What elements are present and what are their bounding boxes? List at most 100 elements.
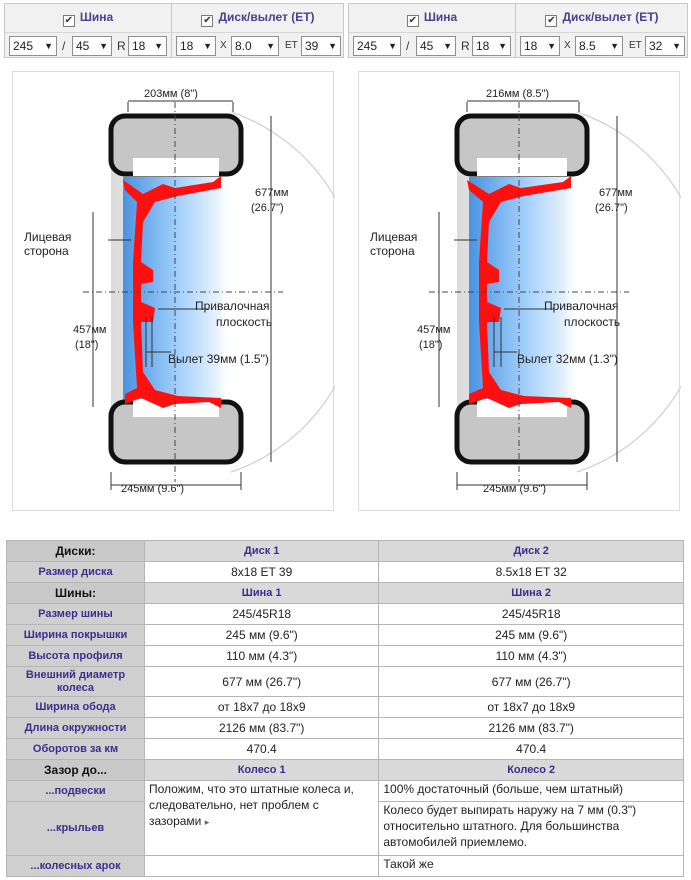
outer-diameter-mm: 677мм [599,187,633,199]
outer-diameter-mm: 677мм [255,187,289,199]
et-select[interactable]: 32▼ [645,36,685,56]
comparison-table: Диски: Диск 1 Диск 2 Размер диска 8x18 E… [6,540,684,877]
table-row: ...крыльев Колесо будет выпирать наружу … [6,801,684,856]
tire-checkbox[interactable]: ✔ [62,15,75,27]
cell-value: от 18x7 до 18x9 [378,696,684,718]
row-label: ...подвески [6,780,145,802]
et-select[interactable]: 39▼ [301,36,341,56]
cell-value: 2126 мм (83.7") [378,717,684,739]
table-row: ...подвески Положим, что это штатные кол… [6,780,684,856]
disc-1-header: Диск 1 [143,540,380,562]
tire-profile-select[interactable]: 45▼ [72,36,112,56]
tire-width-select[interactable]: 245▼ [9,36,57,56]
cell-value: 8.5x18 ET 32 [378,561,684,583]
disc-2-header: Диск 2 [378,540,684,562]
rim-header: ✔Диск/вылет (ET) [201,10,315,27]
rim-diameter-select[interactable]: 18▼ [176,36,216,56]
rim-diameter-in: (18") [75,339,99,351]
table-row: Внешний диаметр колеса 677 мм (26.7") 67… [6,666,684,697]
table-row: Ширина покрышки 245 мм (9.6") 245 мм (9.… [6,624,684,646]
discs-section-label: Диски: [6,540,145,562]
row-label: ...крыльев [6,801,145,856]
cell-value: от 18x7 до 18x9 [143,696,380,718]
cell-value: 100% достаточный (больше, чем штатный) [378,780,684,802]
table-row: Высота профиля 110 мм (4.3") 110 мм (4.3… [6,645,684,667]
x-label: X [564,40,571,51]
tire-header: ✔Шина [62,10,114,27]
cell-value: Такой же [378,855,684,877]
rim-diameter-select[interactable]: 18▼ [520,36,560,56]
row-label: ...колесных арок [6,855,145,877]
tire-separator: / [62,39,66,53]
cell-value: 470.4 [378,738,684,760]
tires-section-label: Шины: [6,582,145,604]
tire-width-select[interactable]: 245▼ [353,36,401,56]
cell-value: 677 мм (26.7") [143,666,380,697]
face-side-label-1: Лицевая [24,230,72,244]
rim-diameter-mm: 457мм [417,324,451,336]
cell-value: 245 мм (9.6") [378,624,684,646]
outer-diameter-in: (26.7") [251,202,284,214]
row-label: Внешний диаметр колеса [6,666,145,697]
cell-value [143,855,380,877]
tire-header: ✔Шина [406,10,458,27]
tire-diameter-select[interactable]: 18▼ [472,36,511,56]
tire-1-header: Шина 1 [143,582,380,604]
et-label: ET [629,40,642,51]
wheel-1-clearance-note: Положим, что это штатные колеса и, следо… [143,780,380,856]
wheel-diagram-1: 203мм (8") 677мм (26.7") Лицевая сторона… [12,71,335,511]
face-side-label-2: сторона [370,244,415,258]
rim-width-select[interactable]: 8.0▼ [231,36,279,56]
r-label: R [461,39,470,53]
wheel-diagram-2: 216мм (8.5") 677мм (26.7") Лицевая сторо… [358,71,681,511]
mounting-plane-label-2: плоскость [564,315,621,329]
rim-diameter-mm: 457мм [73,324,107,336]
table-row: Диски: Диск 1 Диск 2 [6,540,684,562]
table-row: Зазор до... Колесо 1 Колесо 2 [6,759,684,781]
table-row: Ширина обода от 18x7 до 18x9 от 18x7 до … [6,696,684,718]
tire-width-label: 245мм (9.6") [483,483,547,495]
wheel-2-header: Колесо 2 [378,759,684,781]
mounting-plane-label-2: плоскость [216,315,273,329]
rim-checkbox[interactable]: ✔ [201,15,214,27]
offset-label: Вылет 32мм (1.3") [517,352,618,366]
rim-diameter-in: (18") [419,339,443,351]
row-label: Длина окружности [6,717,145,739]
cell-value: 245 мм (9.6") [143,624,380,646]
cell-value: 110 мм (4.3") [378,645,684,667]
row-label: Размер шины [6,603,145,625]
tire-diameter-select[interactable]: 18▼ [128,36,167,56]
rim-width-label: 203мм (8") [144,88,198,100]
r-label: R [117,39,126,53]
cell-value: 470.4 [143,738,380,760]
cell-value: 245/45R18 [143,603,380,625]
cell-value: 245/45R18 [378,603,684,625]
face-side-label-2: сторона [24,244,69,258]
face-side-label-1: Лицевая [370,230,418,244]
et-label: ET [285,40,298,51]
cell-value: 2126 мм (83.7") [143,717,380,739]
row-label: Оборотов за км [6,738,145,760]
offset-label: Вылет 39мм (1.5") [168,352,269,366]
rim-width-select[interactable]: 8.5▼ [575,36,623,56]
row-label: Высота профиля [6,645,145,667]
rim-checkbox[interactable]: ✔ [545,15,558,27]
table-row: Длина окружности 2126 мм (83.7") 2126 мм… [6,717,684,739]
right-selector-panel: ✔Шина ✔Диск/вылет (ET) 245▼ / 45▼ R 18▼ … [348,3,688,58]
table-row: Оборотов за км 470.4 470.4 [6,738,684,760]
tire-checkbox[interactable]: ✔ [406,15,419,27]
mounting-plane-label-1: Привалочная [544,299,619,313]
tire-separator: / [406,39,410,53]
table-row: Шины: Шина 1 Шина 2 [6,582,684,604]
tire-profile-select[interactable]: 45▼ [416,36,456,56]
mounting-plane-label-1: Привалочная [195,299,270,313]
row-label: Ширина покрышки [6,624,145,646]
table-row: Размер диска 8x18 ET 39 8.5x18 ET 32 [6,561,684,583]
cell-value: Колесо будет выпирать наружу на 7 мм (0.… [378,801,684,856]
table-row: Размер шины 245/45R18 245/45R18 [6,603,684,625]
rim-width-label: 216мм (8.5") [486,88,550,100]
table-row: ...колесных арок Такой же [6,855,684,877]
cell-value: 8x18 ET 39 [143,561,380,583]
left-selector-panel: ✔Шина ✔Диск/вылет (ET) 245▼ / 45▼ R 18▼ … [4,3,344,58]
cell-value: 677 мм (26.7") [378,666,684,697]
